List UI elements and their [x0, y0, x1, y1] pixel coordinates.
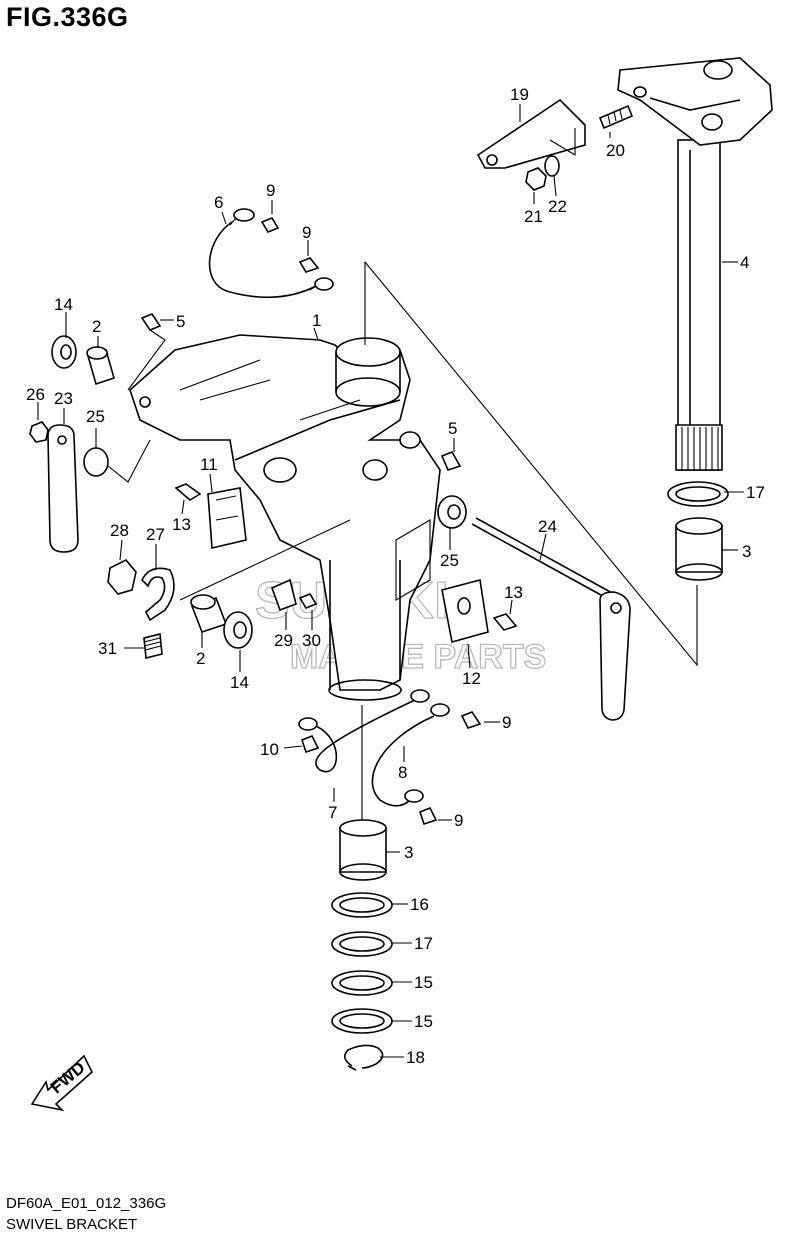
- bracket-12: [441, 579, 489, 644]
- callout-5-a: 5: [176, 312, 185, 331]
- washer-17-a: [667, 481, 729, 507]
- bracket-19: [476, 98, 586, 169]
- part-29: [270, 578, 297, 612]
- callout-21: 21: [524, 207, 543, 226]
- bolt-13-a: [174, 483, 202, 501]
- callout-9-d: 9: [454, 811, 463, 830]
- swivel-bracket: [129, 334, 441, 701]
- callout-9-b: 9: [302, 223, 311, 242]
- bolt-9-d: [419, 806, 438, 826]
- callout-1: 1: [312, 311, 321, 330]
- callout-9-c: 9: [502, 713, 511, 732]
- callout-15-b: 15: [414, 1012, 433, 1031]
- cable-7: [298, 689, 430, 773]
- callout-12: 12: [462, 669, 481, 688]
- callout-10: 10: [260, 740, 279, 759]
- bushing-2-b: [190, 594, 228, 634]
- callout-24: 24: [538, 517, 557, 536]
- leader-bracket-shaft: [364, 261, 698, 667]
- leader-5a: [127, 329, 166, 391]
- bolt-10: [301, 734, 320, 754]
- callout-28: 28: [110, 521, 129, 540]
- callout-7: 7: [328, 803, 337, 822]
- callout-26: 26: [26, 385, 45, 404]
- callout-16: 16: [410, 895, 429, 914]
- bushing-2-a: [86, 346, 115, 386]
- callout-9-a: 9: [266, 181, 275, 200]
- collar-25-b: [437, 495, 467, 529]
- nut-21: [525, 167, 547, 191]
- figure-title: FIG.336G: [6, 2, 129, 32]
- callout-14-b: 14: [230, 673, 249, 692]
- callout-13-a: 13: [172, 515, 191, 534]
- callout-25-a: 25: [86, 407, 105, 426]
- bushing-3-b: [339, 819, 387, 881]
- washer-15-b: [331, 1008, 393, 1034]
- bolt-13-b: [492, 613, 518, 631]
- collar-25-a: [83, 447, 109, 477]
- callout-2-a: 2: [92, 317, 101, 336]
- spring-31: [143, 632, 163, 660]
- callout-8: 8: [398, 763, 407, 782]
- callout-14-a: 14: [54, 295, 73, 314]
- fwd-arrow: FWD: [30, 1054, 93, 1112]
- callout-3-b: 3: [404, 843, 413, 862]
- bolt-30: [298, 593, 318, 609]
- callout-4: 4: [740, 253, 749, 272]
- bolt-9-a: [260, 217, 280, 233]
- callout-22: 22: [548, 197, 567, 216]
- callout-18: 18: [406, 1048, 425, 1067]
- washer-15-a: [331, 970, 393, 996]
- callout-leaders: [37, 104, 744, 1058]
- washer-14-a: [51, 335, 77, 369]
- callout-15-a: 15: [414, 973, 433, 992]
- callout-11: 11: [200, 455, 218, 474]
- leader-25a: [107, 439, 151, 483]
- cable-8: [371, 703, 450, 807]
- callout-27: 27: [146, 525, 165, 544]
- callout-23: 23: [54, 389, 73, 408]
- callout-6: 6: [214, 193, 223, 212]
- steering-shaft: [617, 57, 773, 471]
- callout-3-a: 3: [742, 542, 751, 561]
- washer-14-b: [223, 611, 253, 649]
- leader-lower-left: [179, 519, 351, 601]
- callout-17-b: 17: [414, 934, 433, 953]
- watermark-line2: MARINE PARTS: [290, 638, 546, 676]
- washer-16: [331, 892, 393, 918]
- bushing-3-a: [675, 517, 723, 581]
- washer-17-b: [331, 931, 393, 957]
- callout-5-b: 5: [448, 419, 457, 438]
- callout-17-a: 17: [746, 483, 765, 502]
- callout-29: 29: [274, 631, 293, 650]
- callout-31: 31: [98, 639, 117, 658]
- callout-19: 19: [510, 85, 529, 104]
- clip-27: [141, 567, 175, 622]
- bracket-11: [207, 487, 247, 549]
- bolt-5-a: [140, 313, 162, 331]
- callouts: 1 2 2 3 3 4 5 5 6 7 8 9 9 9 9 10 11 12 1…: [26, 85, 765, 1067]
- bolt-9-b: [298, 257, 320, 273]
- callout-30: 30: [302, 631, 321, 650]
- callout-20: 20: [606, 141, 625, 160]
- callout-25-b: 25: [440, 551, 459, 570]
- snap-ring-18: [344, 1044, 384, 1071]
- washer-22: [544, 155, 560, 177]
- bolt-9-c: [460, 711, 482, 729]
- bolt-5-b: [440, 450, 462, 471]
- clip-28: [107, 559, 137, 595]
- drawing-code: DF60A_E01_012_336G: [6, 1195, 167, 1212]
- callout-13-b: 13: [504, 583, 523, 602]
- plate-23: [47, 424, 79, 553]
- cable-6: [208, 208, 334, 299]
- nut-26: [29, 421, 49, 443]
- diagram-caption: SWIVEL BRACKET: [6, 1216, 138, 1233]
- bolt-20: [598, 104, 634, 130]
- rod-24: [471, 517, 631, 721]
- callout-2-b: 2: [196, 649, 205, 668]
